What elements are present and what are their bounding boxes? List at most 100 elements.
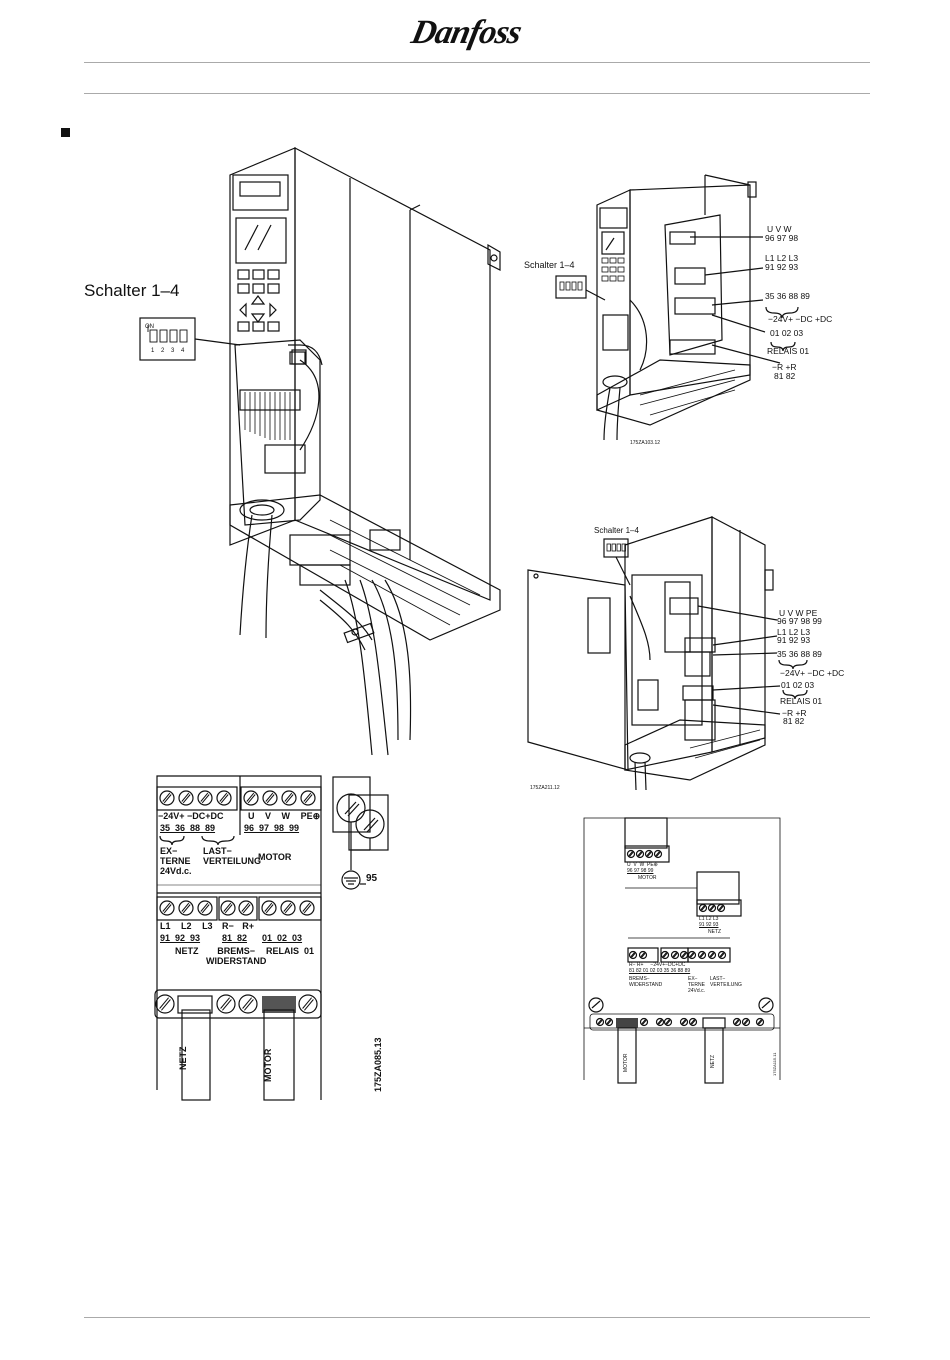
screw-terminal: [281, 790, 297, 806]
fig5-mains-nums: 91 92 93: [699, 922, 719, 928]
screw-terminal: [698, 903, 708, 913]
screw-terminal: [653, 849, 663, 859]
fig1-dip-4: 4: [181, 348, 185, 354]
fig2-motor-names: U V W: [767, 224, 792, 234]
screw-terminal: [197, 790, 213, 806]
screw-terminal: [707, 950, 717, 960]
screw-terminal: [280, 900, 296, 916]
screw-terminal: [697, 950, 707, 960]
screw-terminal: [300, 790, 316, 806]
screw-terminal: [159, 900, 175, 916]
fig5-cable-motor: MOTOR: [623, 1053, 629, 1072]
clamp-screw: [755, 1017, 765, 1027]
screw-terminal: [261, 900, 277, 916]
fig3-mains-names: L1 L2 L3: [777, 627, 810, 637]
fig4-name-rplus: R+: [242, 921, 255, 931]
clamp-screw: [238, 994, 258, 1014]
fig5-bot-nums: 81 82 01 02 03 35 36 88 89: [629, 968, 691, 974]
fig3-switch-label: Schalter 1–4: [594, 526, 639, 535]
fig1-dip-2: 2: [161, 348, 165, 354]
screw-terminal: [707, 903, 717, 913]
fig5-ext-1: EX−: [688, 976, 698, 982]
fig3-relay-name: RELAIS 01: [780, 696, 822, 706]
clamp-screw: [604, 1017, 614, 1027]
figure-5-terminals: [583, 817, 781, 1084]
clamp-screw: [688, 1017, 698, 1027]
fig2-code: 175ZA103.12: [630, 440, 660, 446]
screw-terminal: [262, 790, 278, 806]
fig4-name-v: V: [265, 811, 272, 821]
screw-terminal: [628, 950, 638, 960]
clamp-screw: [155, 994, 175, 1014]
fig4-name-l3: L3: [202, 921, 213, 931]
fig1-dip-1: 1: [151, 348, 155, 354]
fig5-ext-3: 24Vd.c.: [688, 988, 705, 994]
fig4-name-dc: −DC+DC: [187, 811, 224, 821]
fig4-bot-names-b: R− R+: [222, 921, 254, 931]
clamp-screw: [655, 1017, 665, 1027]
fig3-dc-sub: −24V+ −DC +DC: [780, 668, 844, 678]
fig5-load: LAST− VERTEILUNG: [710, 976, 742, 988]
screw-terminal: [197, 900, 213, 916]
clamp-screw: [639, 1017, 649, 1027]
screw-terminal: [638, 950, 648, 960]
fig4-name-l1: L1: [160, 921, 171, 931]
clamp-screw: [732, 1017, 742, 1027]
fig3-motor-names: U V W PE: [779, 608, 818, 618]
screw-terminal: [644, 849, 654, 859]
fig5-motor-label: MOTOR: [638, 875, 657, 881]
figure-4-terminals: [154, 775, 389, 1101]
fig5-load-2: VERTEILUNG: [710, 982, 742, 988]
fig3-brake-names: −R +R: [782, 708, 807, 718]
fig4-ext-2: TERNE: [160, 856, 191, 866]
screw-terminal: [220, 900, 236, 916]
fig4-name-w: W: [281, 811, 291, 821]
fig4-bot-nums-a: 91 92 93: [160, 933, 201, 943]
fig4-brems-2: WIDERSTAND: [206, 956, 267, 966]
clamp-screw: [298, 994, 318, 1014]
screw-terminal: [178, 900, 194, 916]
clamp-screw: [663, 1017, 673, 1027]
fig4-cable-netz: NETZ: [178, 1046, 188, 1071]
header-rule-top: [84, 62, 870, 63]
fig4-brems-label: BREMS− WIDERSTAND: [206, 946, 266, 966]
clamp-screw: [741, 1017, 751, 1027]
fig5-motor-names: U V W PE⊕: [627, 862, 658, 868]
figure-1-drive: [139, 147, 501, 756]
screw-terminal: [635, 849, 645, 859]
clamp-screw: [595, 1017, 605, 1027]
fig1-on-label: ON: [145, 324, 154, 330]
fig2-brake-names: −R +R: [772, 362, 797, 372]
fig3-code: 175ZA211.12: [530, 785, 560, 791]
fig2-motor-nums: 96 97 98: [765, 233, 798, 243]
fig2-brake-nums: 81 82: [774, 371, 796, 381]
fig2-mains-nums: 91 92 93: [765, 262, 798, 272]
screw-terminal: [679, 950, 689, 960]
fig4-name-u: U: [248, 811, 255, 821]
fig4-ground-number: 95: [366, 873, 378, 884]
fig2-relay-name: RELAIS 01: [767, 346, 809, 356]
clamp-screw: [216, 994, 236, 1014]
fig4-top-nums-b: 96 97 98 99: [244, 823, 300, 833]
section-bullet-icon: [61, 128, 70, 137]
fig4-cable-motor: MOTOR: [263, 1048, 273, 1082]
fig4-bot-names-a: L1 L2 L3: [160, 921, 213, 931]
screw-terminal: [299, 900, 315, 916]
screw-terminal: [178, 790, 194, 806]
clamp-screw: [679, 1017, 689, 1027]
fig4-ext-1: EX−: [160, 846, 178, 856]
fig5-code: 175ZA115.11: [772, 1052, 777, 1076]
fig5-brems-1: BREMS−: [629, 976, 650, 982]
header-rule-bottom: [84, 93, 870, 94]
fig2-mains-names: L1 L2 L3: [765, 253, 798, 263]
fig4-load-label: LAST− VERTEILUNG: [203, 846, 261, 866]
fig3-mains-nums: 91 92 93: [777, 635, 810, 645]
screw-terminal: [238, 900, 254, 916]
figure-3-drive: [527, 516, 808, 791]
fig4-top-nums-a: 35 36 88 89: [160, 823, 216, 833]
fig5-bot-names: R− R+ −24V+−DC+DC: [629, 962, 686, 968]
screw-terminal: [717, 950, 727, 960]
fig5-ext-2: TERNE: [688, 982, 705, 988]
fig4-top-names-b: U V W PE⊕: [248, 811, 328, 822]
